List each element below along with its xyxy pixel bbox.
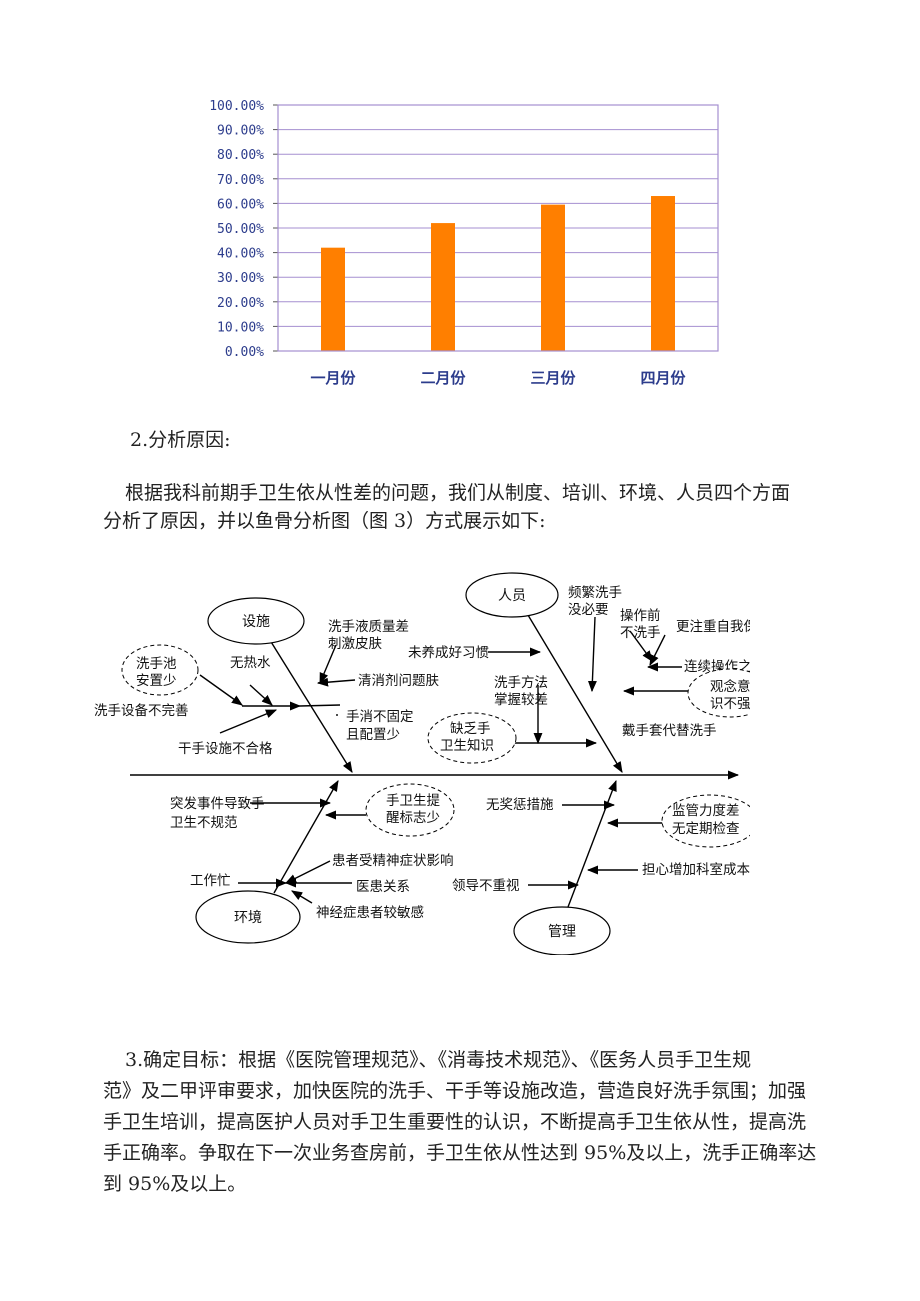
cause-emergency-2: 卫生不规范 bbox=[170, 815, 238, 831]
dashed-ellipse-supervision bbox=[661, 794, 750, 848]
fishbone-diagram: 设施 人员 环境 管理 洗手池 安置少 无热水 洗手液质量差 刺激皮肤 清消剂问… bbox=[94, 572, 750, 955]
cause-signs-1: 手卫生提 bbox=[386, 793, 440, 809]
bar bbox=[541, 204, 565, 351]
x-axis-labels: 一月份 二月份 三月份 四月份 bbox=[310, 369, 686, 387]
plot-area-border bbox=[277, 104, 719, 352]
cause-before-op-1: 操作前 bbox=[620, 607, 661, 624]
cause-busy: 工作忙 bbox=[190, 873, 231, 889]
goal-paragraph-line-1: 3.确定目标：根据《医院管理规范》、《消毒技术规范》、《医务人员手卫生规 bbox=[125, 1049, 752, 1071]
y-axis-tick-labels: 0.00% 10.00% 20.00% 30.00% 40.00% 50.00% 60.00… bbox=[209, 99, 278, 360]
goal-paragraph-line-5: 到 95%及以上。 bbox=[103, 1173, 247, 1195]
bar bbox=[321, 247, 345, 351]
bone-people bbox=[521, 604, 623, 773]
dashed-ellipse-knowledge bbox=[427, 712, 517, 764]
cause-concept-2: 识不强 bbox=[710, 696, 750, 712]
dashed-ellipse-sink bbox=[121, 644, 199, 696]
x-category-label: 四月份 bbox=[640, 369, 686, 387]
y-tick-label: 0.00% bbox=[225, 345, 264, 360]
dashed-ellipse-awareness-drawn bbox=[687, 668, 750, 718]
cause-before-op-2: 不洗手 bbox=[620, 625, 661, 641]
y-tick-label: 90.00% bbox=[217, 124, 264, 139]
cause-knowledge-2: 卫生知识 bbox=[440, 737, 494, 754]
category-ellipse-management bbox=[513, 906, 611, 955]
goal-paragraph-line-2: 范》及二甲评审要求，加快医院的洗手、干手等设施改造，营造良好洗手氛围；加强 bbox=[103, 1080, 807, 1102]
x-category-label: 一月份 bbox=[310, 369, 356, 387]
cause-signs-2: 醒标志少 bbox=[386, 810, 440, 826]
cause-cleanser: 清消剂问题肤 bbox=[358, 673, 439, 689]
cause-sanitizer-1: 手消不固定 bbox=[346, 709, 414, 725]
cause-psych: 患者受精神症状影响 bbox=[332, 853, 454, 869]
y-tick-label: 60.00% bbox=[217, 197, 264, 212]
y-tick-label: 70.00% bbox=[217, 173, 264, 188]
cause-self-protect: 更注重自我保护 bbox=[676, 619, 750, 635]
category-ellipse-environment bbox=[195, 890, 301, 944]
bone-environment bbox=[273, 780, 339, 894]
cause-habit: 未养成好习惯 bbox=[408, 644, 489, 661]
cause-frequent-2: 没必要 bbox=[568, 602, 609, 618]
cause-no-reward: 无奖惩措施 bbox=[486, 796, 554, 813]
cause-method-2: 掌握较差 bbox=[494, 692, 548, 708]
bone-facility bbox=[267, 636, 353, 773]
y-tick-label: 20.00% bbox=[217, 296, 264, 311]
cause-sensitive: 神经症患者较敏感 bbox=[316, 904, 424, 921]
cause-knowledge-1: 缺乏手 bbox=[450, 721, 491, 737]
goal-paragraph-line-3: 手卫生培训，提高医护人员对手卫生重要性的认识，不断提高手卫生依从性，提高洗 bbox=[103, 1111, 807, 1133]
section-heading-analysis: 2.分析原因: bbox=[130, 429, 231, 451]
y-tick-label: 30.00% bbox=[217, 271, 264, 286]
cause-supervision-1: 监管力度差 bbox=[672, 803, 740, 819]
cause-cost: 担心增加科室成本 bbox=[642, 861, 750, 878]
y-tick-label: 80.00% bbox=[217, 148, 264, 163]
chart-bars bbox=[321, 196, 675, 351]
cause-sink-1: 洗手池 bbox=[136, 656, 177, 672]
dashed-ellipse-signs bbox=[365, 783, 455, 837]
cause-leader: 领导不重视 bbox=[452, 878, 520, 894]
analysis-paragraph-line-1: 根据我科前期手卫生依从性差的问题，我们从制度、培训、环境、人员四个方面 bbox=[125, 482, 791, 504]
cause-method-1: 洗手方法 bbox=[494, 675, 548, 691]
cause-soap-2: 刺激皮肤 bbox=[328, 636, 382, 652]
cause-soap-1: 洗手液质量差 bbox=[328, 619, 409, 635]
cause-concept-1: 观念意 bbox=[710, 678, 750, 695]
cause-gloves: 戴手套代替洗手 bbox=[622, 723, 717, 739]
category-label-management: 管理 bbox=[548, 924, 576, 940]
category-ellipse-facility bbox=[207, 597, 305, 645]
y-tick-label: 10.00% bbox=[217, 320, 264, 335]
y-tick-label: 100.00% bbox=[209, 99, 264, 114]
cause-equipment: 洗手设备不完善 bbox=[94, 702, 189, 719]
x-category-label: 二月份 bbox=[420, 369, 466, 387]
x-category-label: 三月份 bbox=[530, 369, 576, 387]
cause-frequent-1: 频繁洗手 bbox=[568, 585, 622, 601]
bar bbox=[651, 196, 675, 351]
category-label-facility: 设施 bbox=[242, 614, 270, 630]
category-label-people: 人员 bbox=[498, 588, 526, 604]
compliance-bar-chart: 0.00% 10.00% 20.00% 30.00% 40.00% 50.00% 60.00… bbox=[209, 99, 719, 387]
bar bbox=[431, 223, 455, 351]
analysis-paragraph-line-2: 分析了原因，并以鱼骨分析图（图 3）方式展示如下: bbox=[103, 510, 546, 532]
cause-dryer: 干手设施不合格 bbox=[178, 741, 273, 757]
y-tick-label: 50.00% bbox=[217, 222, 264, 237]
category-ellipse-people bbox=[465, 572, 559, 618]
goal-paragraph-line-4: 手正确率。争取在下一次业务查房前，手卫生依从性达到 95%及以上，洗手正确率达 bbox=[103, 1142, 817, 1164]
cause-no-hot-water: 无热水 bbox=[230, 655, 271, 671]
cause-relationship: 医患关系 bbox=[356, 879, 410, 895]
cause-sanitizer-2: 且配置少 bbox=[346, 727, 400, 743]
y-tick-label: 40.00% bbox=[217, 247, 264, 262]
category-label-environment: 环境 bbox=[234, 910, 262, 926]
bone-management bbox=[567, 779, 617, 908]
cause-sink-2: 安置少 bbox=[136, 673, 177, 689]
cause-supervision-2: 无定期检查 bbox=[672, 821, 740, 837]
cause-emergency-1: 突发事件导致手 bbox=[170, 796, 265, 812]
